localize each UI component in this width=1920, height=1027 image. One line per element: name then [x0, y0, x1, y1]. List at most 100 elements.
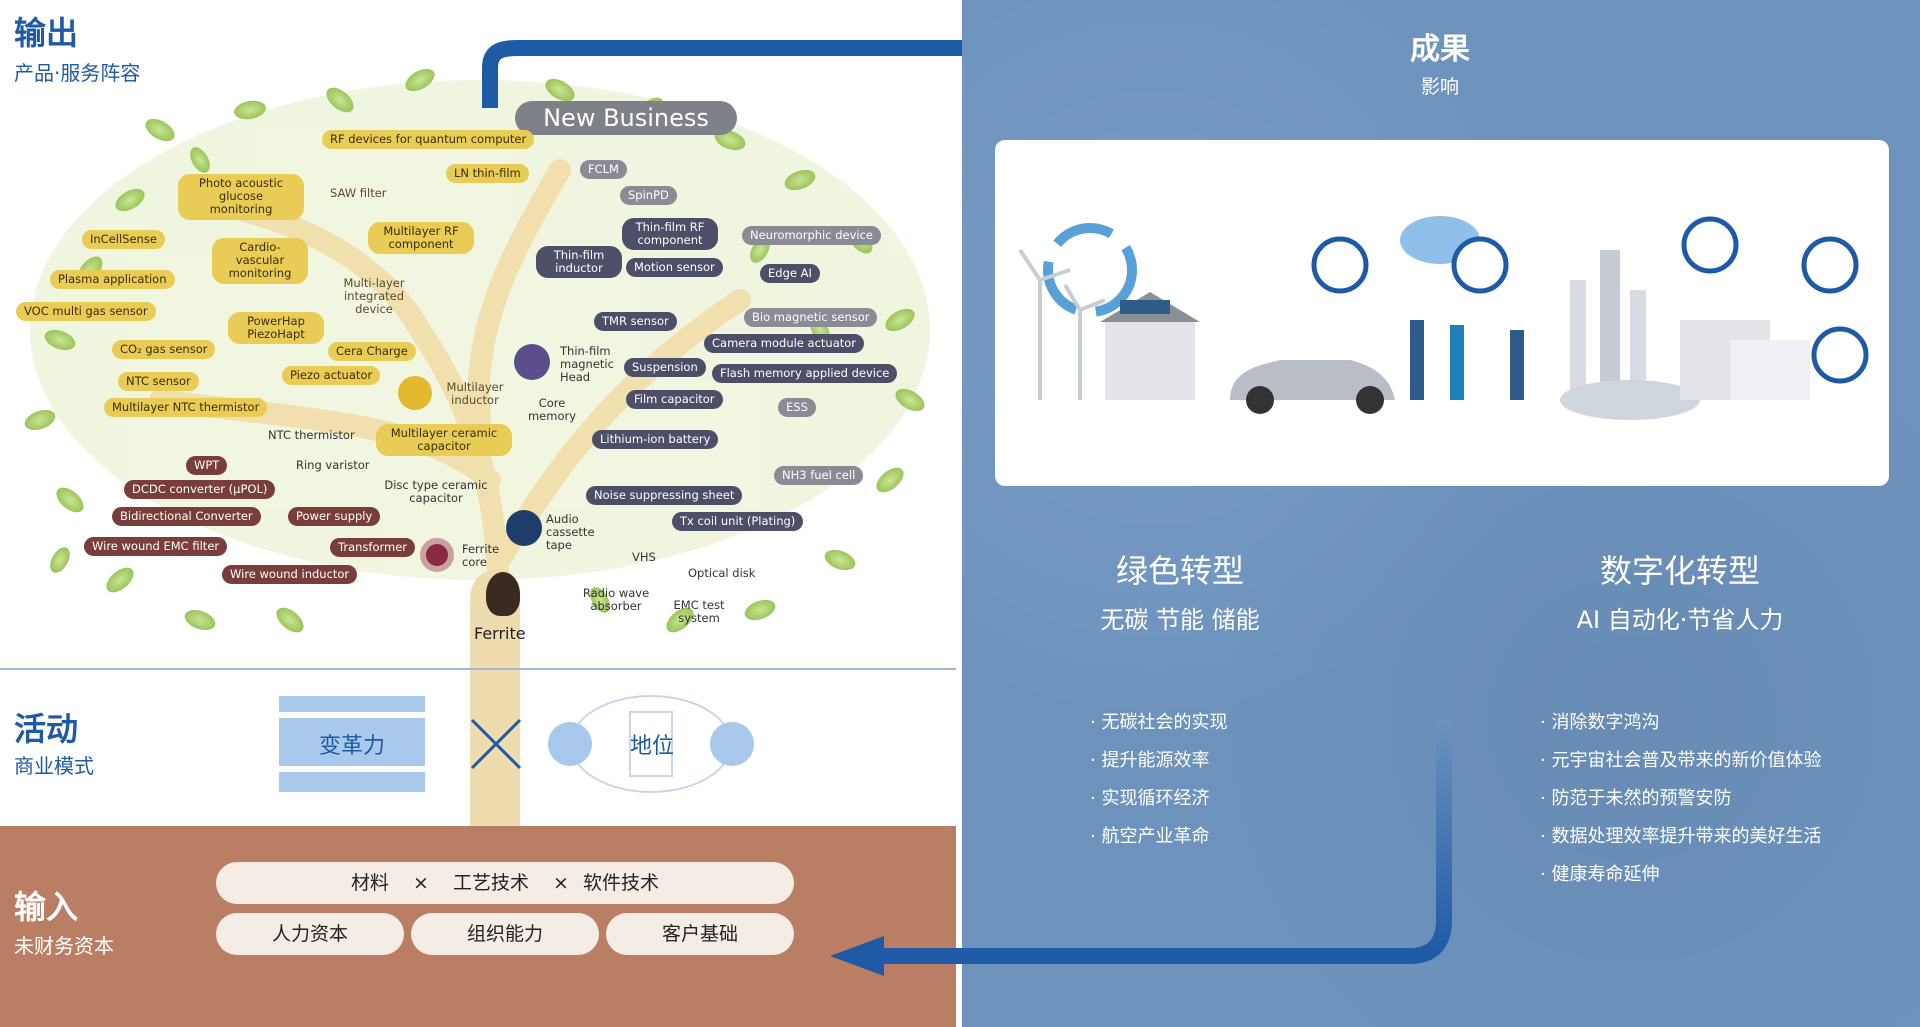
tag-voc: VOC multi gas sensor [16, 302, 156, 322]
ferrite-icon [486, 572, 520, 616]
return-arrow [830, 720, 1452, 976]
activity-title: 活动 [14, 710, 79, 748]
ferrite-label: Ferrite [474, 624, 526, 643]
input-subtitle: 未财务资本 [14, 934, 114, 958]
tag-cardio: Cardio-vascular monitoring [212, 238, 308, 284]
green-item-2: · 提升能源效率 [1090, 750, 1210, 771]
reform-block [279, 696, 425, 792]
input-process: 工艺技术 [452, 872, 529, 894]
tag-cera-charge: Cera Charge [328, 342, 416, 362]
green-item-1: · 无碳社会的实现 [1090, 712, 1228, 733]
tag-disc-type: Disc type ceramic capacitor [384, 478, 488, 506]
tag-ntc-sensor: NTC sensor [118, 372, 199, 392]
cassette-icon [506, 510, 542, 546]
customer-base-pill: 客户基础 [606, 913, 794, 955]
impact-illustration [1018, 216, 1869, 420]
input-title: 输入 [14, 888, 79, 926]
tag-ntc-thermistor: NTC thermistor [268, 428, 355, 442]
tag-ring-varistor: Ring varistor [296, 458, 370, 472]
position-cycle [548, 695, 754, 793]
tag-bidirectional: Bidirectional Converter [112, 507, 261, 527]
tag-multilayer-rf: Multilayer RF component [368, 222, 474, 255]
tag-radio-absorber: Radio wave absorber [582, 586, 650, 614]
position-label: 地位 [629, 734, 674, 759]
tag-rf-quantum: RF devices for quantum computer [322, 130, 535, 150]
green-item-3: · 实现循环经济 [1090, 788, 1210, 809]
tag-core-memory: Core memory [527, 396, 577, 424]
tag-wire-emc: Wire wound EMC filter [84, 537, 228, 557]
tag-powerhap: PowerHap PiezoHapt [228, 312, 324, 345]
input-software: 软件技术 [583, 872, 660, 894]
outcome-title: 成果 [1410, 32, 1470, 67]
digital-subtitle: AI 自动化·节省人力 [1576, 606, 1784, 634]
trunk [470, 570, 520, 826]
tag-piezo-actuator: Piezo actuator [282, 366, 381, 386]
tag-thin-film-head: Thin-film magnetic Head [560, 344, 614, 385]
output-subtitle: 产品·服务阵容 [14, 61, 141, 85]
digital-item-4: · 数据处理效率提升带来的美好生活 [1540, 826, 1822, 847]
tag-tmr: TMR sensor [594, 312, 677, 332]
tag-wire-inductor: Wire wound inductor [222, 565, 358, 585]
tag-multilayer-ceramic: Multilayer ceramic capacitor [376, 424, 512, 457]
tag-fclm: FCLM [580, 160, 627, 180]
green-title: 绿色转型 [1115, 552, 1244, 590]
tag-flash-memory: Flash memory applied device [712, 364, 898, 384]
digital-title: 数字化转型 [1599, 552, 1760, 590]
section-divider [0, 668, 956, 670]
green-item-4: · 航空产业革命 [1090, 826, 1210, 847]
tag-neuromorphic: Neuromorphic device [742, 226, 881, 246]
tag-multilayer-ntc: Multilayer NTC thermistor [104, 398, 268, 418]
digital-item-5: · 健康寿命延伸 [1540, 864, 1660, 885]
tag-tx-coil: Tx coil unit (Plating) [672, 512, 804, 532]
tag-lithium-battery: Lithium-ion battery [592, 430, 719, 450]
tag-co2: CO₂ gas sensor [112, 340, 216, 360]
tag-motion-sensor: Motion sensor [626, 258, 723, 278]
tag-nh3: NH3 fuel cell [774, 466, 864, 486]
tag-plasma: Plasma application [50, 270, 175, 290]
new-business-label: New Business [515, 101, 737, 135]
tag-optical-disk: Optical disk [688, 566, 756, 580]
tag-photo-acoustic: Photo acoustic glucose monitoring [178, 174, 304, 220]
tag-multilayer-integrated: Multi-layer integrated device [343, 276, 405, 317]
input-material: 材料 [350, 872, 389, 894]
inductor-icon [398, 376, 432, 410]
human-capital-pill: 人力资本 [216, 913, 404, 955]
digital-item-1: · 消除数字鸿沟 [1540, 712, 1660, 733]
tag-suspension: Suspension [624, 358, 706, 378]
reform-label: 变革力 [318, 734, 385, 759]
times-1: × [413, 872, 429, 894]
magnetic-head-icon [514, 344, 550, 380]
digital-item-3: · 防范于未然的预警安防 [1540, 788, 1732, 809]
tag-film-capacitor: Film capacitor [626, 390, 723, 410]
tag-ess: ESS [778, 398, 816, 418]
tag-ferrite-core: Ferrite core [462, 542, 500, 570]
tag-incellsense: InCellSense [82, 230, 165, 250]
org-capability-pill: 组织能力 [411, 913, 599, 955]
tag-spinpd: SpinPD [620, 186, 677, 206]
activity-subtitle: 商业模式 [14, 754, 94, 778]
green-subtitle: 无碳 节能 储能 [1100, 606, 1260, 634]
tag-emc-test: EMC test system [673, 598, 725, 626]
tag-transformer: Transformer [330, 538, 416, 558]
times-2: × [553, 872, 569, 894]
tag-saw-filter: SAW filter [330, 186, 387, 200]
outcome-subtitle: 影响 [1420, 76, 1459, 98]
tag-multilayer-inductor: Multilayer inductor [446, 380, 504, 408]
tag-vhs: VHS [632, 550, 656, 564]
tag-noise-sheet: Noise suppressing sheet [586, 486, 743, 506]
tag-edge-ai: Edge AI [760, 264, 820, 284]
tag-audio-tape: Audio cassette tape [546, 512, 595, 553]
tag-ln-thin-film: LN thin-film [446, 164, 529, 184]
ferrite-core-icon [420, 538, 454, 572]
tag-camera-actuator: Camera module actuator [704, 334, 865, 354]
tag-thin-film-inductor: Thin-film inductor [536, 246, 622, 279]
output-title: 输出 [14, 14, 79, 52]
tag-wpt: WPT [186, 456, 228, 476]
cross-icon [470, 718, 522, 770]
tag-power-supply: Power supply [288, 507, 381, 527]
tag-dcdc: DCDC converter (μPOL) [124, 480, 276, 500]
digital-item-2: · 元宇宙社会普及带来的新价值体验 [1540, 750, 1822, 771]
tag-bio-magnetic: Bio magnetic sensor [744, 308, 878, 328]
input-row1-pill: 材料 × 工艺技术 × 软件技术 [216, 862, 794, 904]
tag-thin-film-rf: Thin-film RF component [622, 218, 718, 251]
